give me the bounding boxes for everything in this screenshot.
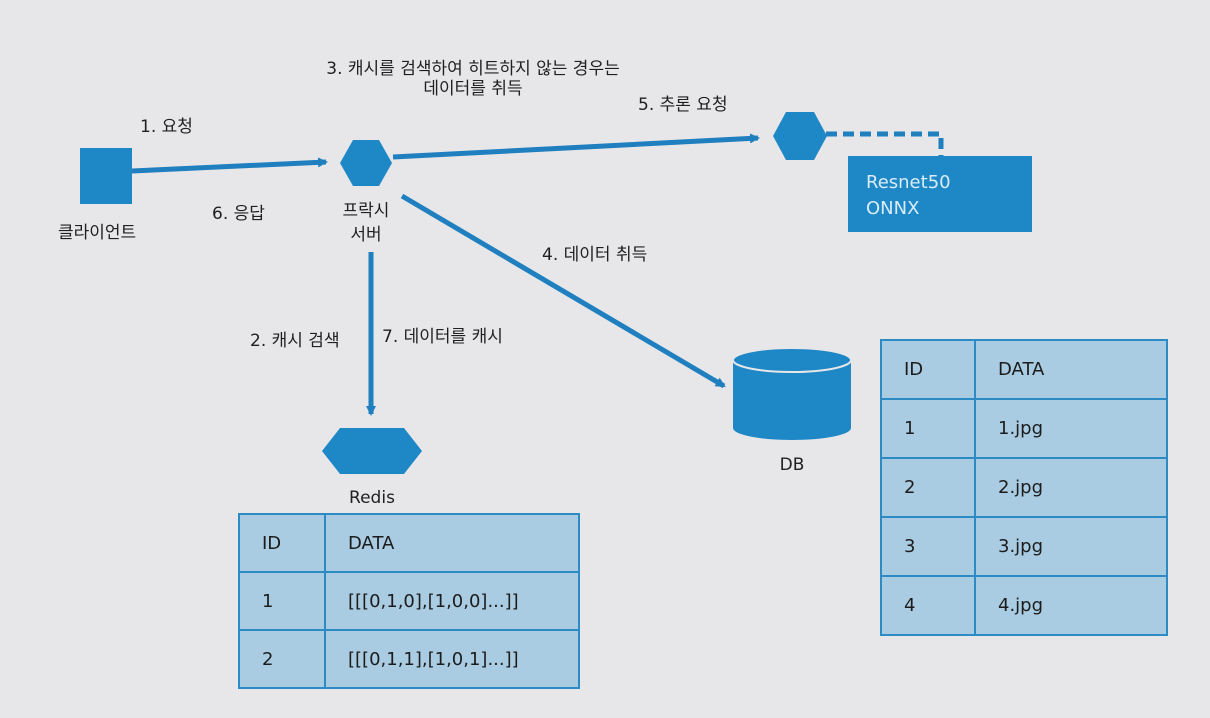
table-row: 2 2.jpg — [880, 457, 1168, 518]
table-row: 3 3.jpg — [880, 516, 1168, 577]
table-row: 1 1.jpg — [880, 398, 1168, 459]
cell-id: 2 — [238, 629, 326, 689]
cell-data: 1.jpg — [974, 398, 1168, 459]
proxy-server-icon — [340, 140, 392, 186]
cell-id: 4 — [880, 575, 976, 636]
redis-label: Redis — [349, 488, 395, 508]
table-header-row: ID DATA — [880, 339, 1168, 400]
table-row: 1 [[[0,1,0],[1,0,0]...]] — [238, 571, 580, 631]
cell-data: 4.jpg — [974, 575, 1168, 636]
inference-server-icon — [773, 112, 827, 160]
arrow-proxy-to-db — [400, 193, 726, 389]
redis-icon — [322, 428, 422, 474]
cell-data: 3.jpg — [974, 516, 1168, 577]
cell-data: [[[0,1,0],[1,0,0]...]] — [324, 571, 580, 631]
header-data: DATA — [324, 513, 580, 573]
arrow-client-to-proxy — [131, 157, 328, 174]
model-name-line1: Resnet50 — [866, 172, 951, 193]
client-node-icon — [80, 148, 132, 204]
step-6-label: 6. 응답 — [212, 204, 265, 224]
cell-id: 2 — [880, 457, 976, 518]
step-3-label-line2: 데이터를 취득 — [423, 79, 523, 99]
client-label: 클라이언트 — [58, 223, 137, 243]
step-3-label-line1: 3. 캐시를 검색하여 히트하지 않는 경우는 — [326, 59, 620, 79]
cell-id: 1 — [880, 398, 976, 459]
step-1-label: 1. 요청 — [140, 117, 193, 137]
db-table: ID DATA 1 1.jpg 2 2.jpg 3 3.jpg 4 4.jpg — [880, 339, 1168, 636]
header-data: DATA — [974, 339, 1168, 400]
db-cylinder-icon — [732, 347, 852, 440]
db-label: DB — [779, 455, 805, 475]
cell-data: 2.jpg — [974, 457, 1168, 518]
proxy-label-line2: 서버 — [350, 225, 382, 245]
step-5-label: 5. 추론 요청 — [638, 95, 728, 115]
step-2-label: 2. 캐시 검색 — [250, 331, 340, 351]
header-id: ID — [238, 513, 326, 573]
cell-id: 1 — [238, 571, 326, 631]
table-row: 2 [[[0,1,1],[1,0,1]...]] — [238, 629, 580, 689]
arrow-proxy-to-model — [392, 133, 760, 160]
cell-data: [[[0,1,1],[1,0,1]...]] — [324, 629, 580, 689]
proxy-label-line1: 프락시 — [342, 201, 390, 221]
table-header-row: ID DATA — [238, 513, 580, 573]
model-connector-dashed — [826, 131, 944, 158]
model-name-line2: ONNX — [866, 198, 920, 219]
cell-id: 3 — [880, 516, 976, 577]
header-id: ID — [880, 339, 976, 400]
model-box: Resnet50 ONNX — [848, 156, 1032, 232]
table-row: 4 4.jpg — [880, 575, 1168, 636]
step-4-label: 4. 데이터 취득 — [542, 245, 648, 265]
step-7-label: 7. 데이터를 캐시 — [382, 327, 503, 347]
redis-table: ID DATA 1 [[[0,1,0],[1,0,0]...]] 2 [[[0,… — [238, 513, 580, 689]
